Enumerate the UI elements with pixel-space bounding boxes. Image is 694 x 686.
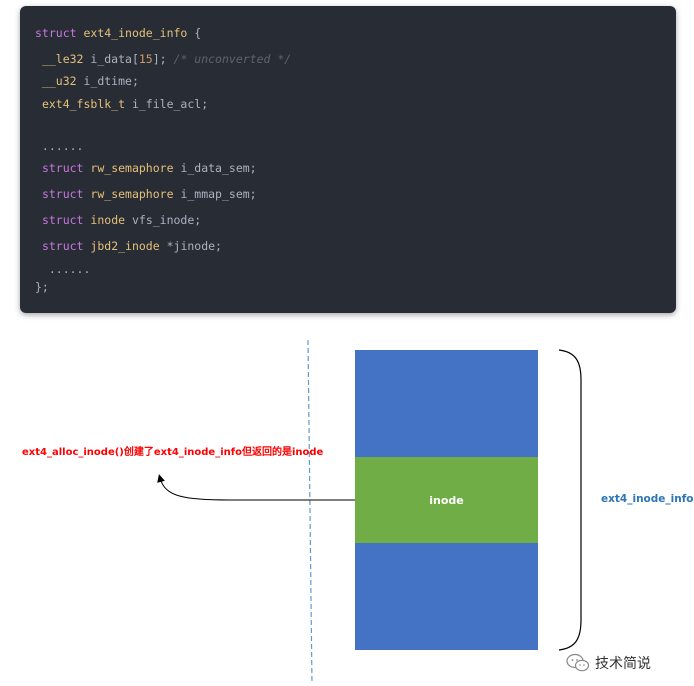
code-token: ]; — [152, 52, 174, 66]
code-token: __u32 — [41, 74, 77, 88]
code-line: struct inode vfs_inode; — [35, 213, 201, 227]
code-token: rw_semaphore — [90, 161, 174, 175]
code-token: struct — [41, 161, 84, 175]
code-token: i_data_sem; — [173, 161, 257, 175]
code-token: ext4_fsblk_t — [41, 97, 126, 111]
wechat-icon — [566, 653, 590, 672]
code-line: }; — [35, 280, 49, 294]
inode-label: inode — [429, 493, 464, 507]
code-token: jbd2_inode — [90, 239, 160, 253]
code-line: struct rw_semaphore i_data_sem; — [35, 161, 257, 175]
divider-line — [307, 339, 313, 685]
struct-lower-block — [355, 543, 538, 650]
code-line: __le32 i_data[15]; /* unconverted */ — [35, 52, 291, 66]
alloc-note: ext4_alloc_inode()创建了ext4_inode_info但返回的… — [22, 447, 324, 458]
code-token: __le32 — [41, 52, 84, 66]
struct-upper-block — [355, 350, 538, 457]
code-token: rw_semaphore — [90, 187, 174, 201]
code-token: struct — [35, 26, 77, 40]
return-arrow — [157, 474, 355, 501]
code-token: struct — [41, 213, 84, 227]
code-token: 15 — [138, 52, 153, 66]
code-block: struct ext4_inode_info { __le32 i_data[1… — [20, 6, 676, 313]
code-line: ext4_fsblk_t i_file_acl; — [35, 97, 208, 111]
code-token: i_file_acl; — [125, 97, 209, 111]
code-token: }; — [35, 280, 49, 294]
code-line: struct rw_semaphore i_mmap_sem; — [35, 187, 257, 201]
code-token: ext4_inode_info — [83, 26, 188, 40]
code-token: struct — [41, 239, 84, 253]
code-line: ...... — [35, 262, 91, 276]
code-token: *jinode; — [159, 239, 222, 253]
code-token: ...... — [35, 262, 91, 276]
code-token: struct — [41, 187, 84, 201]
watermark-text: 技术简说 — [595, 656, 651, 672]
code-token: inode — [90, 213, 126, 227]
code-token: i_mmap_sem; — [173, 187, 257, 201]
code-line: ...... — [35, 139, 84, 153]
inode-block: inode — [355, 457, 538, 543]
struct-label: ext4_inode_info — [601, 493, 694, 505]
code-token: i_data[ — [83, 52, 139, 66]
code-token: /* unconverted */ — [173, 52, 292, 66]
code-token: i_dtime; — [76, 74, 139, 88]
code-line: __u32 i_dtime; — [35, 74, 139, 88]
code-token: { — [187, 26, 202, 40]
code-token: ...... — [35, 139, 84, 153]
code-token: vfs_inode; — [125, 213, 202, 227]
code-line: struct ext4_inode_info { — [35, 26, 201, 40]
code-line: struct jbd2_inode *jinode; — [35, 239, 222, 253]
right-brace — [558, 349, 582, 651]
watermark: 技术简说 — [566, 652, 651, 674]
